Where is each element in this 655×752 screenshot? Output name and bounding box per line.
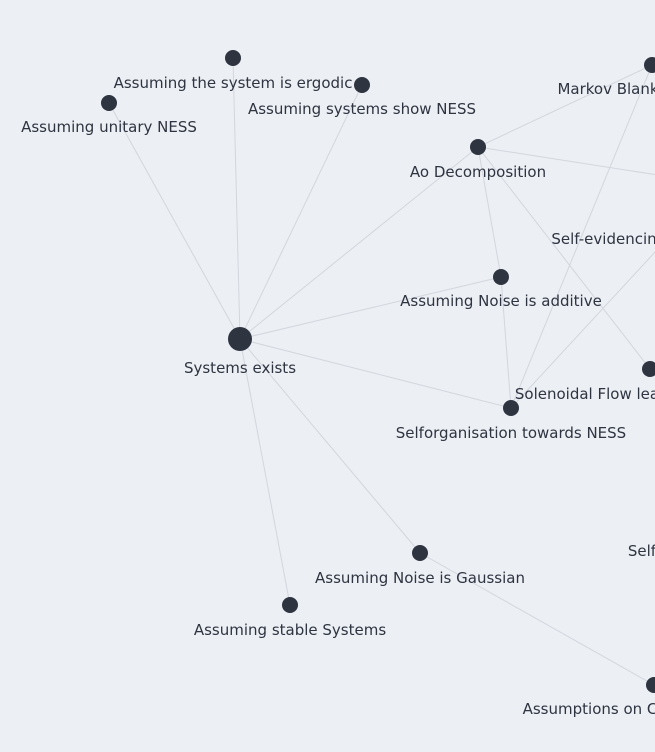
node-label-noise-additive: Assuming Noise is additive bbox=[400, 292, 602, 310]
node-dot-systems-exists[interactable] bbox=[228, 327, 252, 351]
edge-systems-exists-to-ao-decomposition bbox=[239, 146, 479, 340]
node-dot-noise-gaussian[interactable] bbox=[412, 545, 428, 561]
edge-ao-decomposition-to-noise-additive bbox=[477, 146, 502, 278]
edge-noise-gaussian-to-assumptions-on bbox=[419, 552, 655, 686]
node-label-ao-decomposition: Ao Decomposition bbox=[410, 163, 546, 181]
node-label-markov-blanket: Markov Blank bbox=[557, 80, 655, 98]
edge-systems-exists-to-unitary-ness bbox=[108, 102, 241, 340]
node-dot-ergodic[interactable] bbox=[225, 50, 241, 66]
graph-node-noise-gaussian[interactable]: Assuming Noise is Gaussian bbox=[315, 545, 525, 587]
node-label-solenoidal-flow: Solenoidal Flow lea bbox=[515, 385, 655, 403]
node-label-self-evidencing: Self-evidencin bbox=[551, 230, 655, 248]
graph-node-ergodic[interactable]: Assuming the system is ergodic bbox=[114, 50, 353, 92]
node-dot-show-ness[interactable] bbox=[354, 77, 370, 93]
edge-noise-additive-to-selforganisation bbox=[500, 276, 512, 409]
node-label-show-ness: Assuming systems show NESS bbox=[248, 100, 476, 118]
edge-selforganisation-to-markov-blanket bbox=[510, 64, 653, 409]
graph-node-systems-exists[interactable]: Systems exists bbox=[184, 327, 296, 377]
graph-node-ao-decomposition[interactable]: Ao Decomposition bbox=[410, 139, 546, 181]
node-label-selforganisation: Selforganisation towards NESS bbox=[396, 424, 626, 442]
graph-edges bbox=[108, 57, 655, 686]
node-dot-selforganisation[interactable] bbox=[503, 400, 519, 416]
edge-systems-exists-to-show-ness bbox=[239, 84, 363, 340]
graph-node-solenoidal-flow[interactable]: Solenoidal Flow lea bbox=[515, 361, 655, 403]
edge-systems-exists-to-noise-gaussian bbox=[239, 338, 421, 554]
node-label-noise-gaussian: Assuming Noise is Gaussian bbox=[315, 569, 525, 587]
graph-node-selforganisation[interactable]: Selforganisation towards NESS bbox=[396, 400, 626, 442]
graph-node-stable-systems[interactable]: Assuming stable Systems bbox=[194, 597, 386, 639]
node-label-assumptions-on: Assumptions on C bbox=[523, 700, 655, 718]
node-label-ergodic: Assuming the system is ergodic bbox=[114, 74, 353, 92]
node-label-self-partial: Self bbox=[628, 542, 655, 560]
edge-systems-exists-to-selforganisation bbox=[239, 338, 512, 409]
edge-ao-decomposition-to-markov-blanket bbox=[477, 64, 653, 148]
node-dot-solenoidal-flow[interactable] bbox=[642, 361, 655, 377]
node-label-unitary-ness: Assuming unitary NESS bbox=[21, 118, 197, 136]
edge-ao-decomposition-to-solenoidal-flow bbox=[477, 146, 651, 370]
node-label-systems-exists: Systems exists bbox=[184, 359, 296, 377]
edge-systems-exists-to-ergodic bbox=[232, 57, 241, 340]
graph-node-markov-blanket[interactable]: Markov Blank bbox=[557, 57, 655, 98]
edge-selforganisation-to-self-evidencing bbox=[510, 251, 655, 409]
graph-nodes: Systems exists Assuming the system is erg… bbox=[21, 50, 655, 718]
graph-node-assumptions-on[interactable]: Assumptions on C bbox=[523, 677, 655, 718]
graph-node-noise-additive[interactable]: Assuming Noise is additive bbox=[400, 269, 602, 310]
node-dot-markov-blanket[interactable] bbox=[644, 57, 655, 73]
node-label-stable-systems: Assuming stable Systems bbox=[194, 621, 386, 639]
node-dot-noise-additive[interactable] bbox=[493, 269, 509, 285]
graph-node-self-partial[interactable]: Self bbox=[628, 542, 655, 560]
node-dot-assumptions-on[interactable] bbox=[646, 677, 655, 693]
node-dot-stable-systems[interactable] bbox=[282, 597, 298, 613]
graph-node-show-ness[interactable]: Assuming systems show NESS bbox=[248, 77, 476, 118]
node-dot-ao-decomposition[interactable] bbox=[470, 139, 486, 155]
edge-systems-exists-to-stable-systems bbox=[239, 338, 291, 606]
node-dot-unitary-ness[interactable] bbox=[101, 95, 117, 111]
graph-node-self-evidencing[interactable]: Self-evidencin bbox=[551, 230, 655, 248]
edge-systems-exists-to-noise-additive bbox=[239, 276, 502, 340]
graph-node-unitary-ness[interactable]: Assuming unitary NESS bbox=[21, 95, 197, 136]
